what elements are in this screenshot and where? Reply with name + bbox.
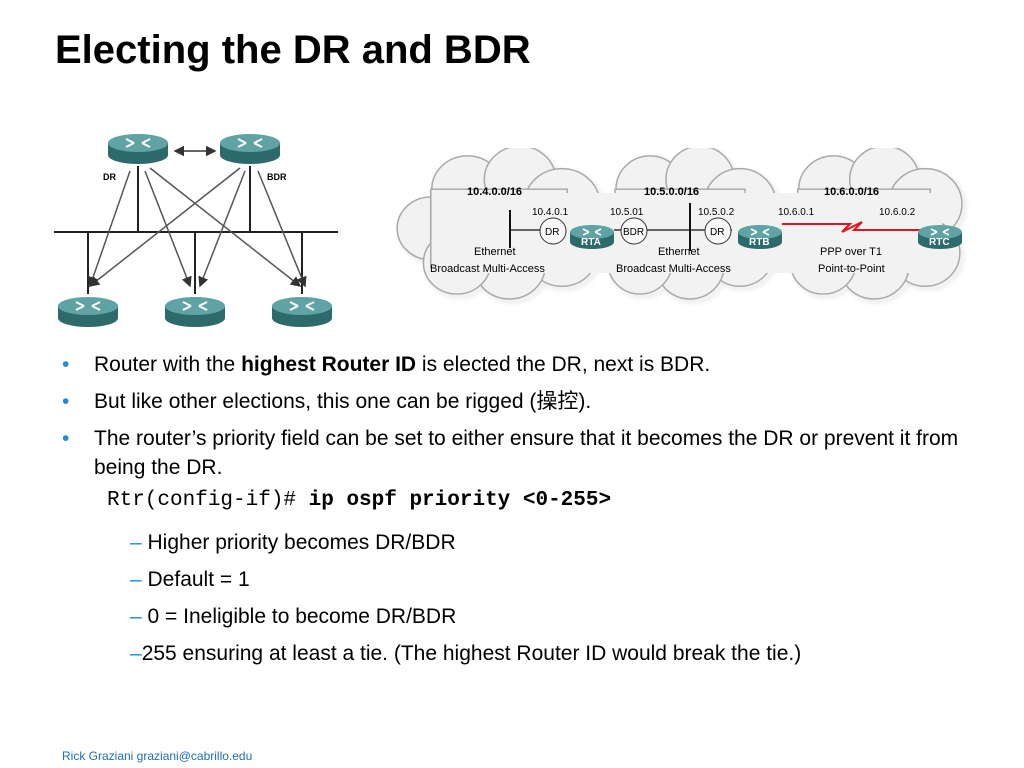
ip-address-label: 10.6.0.1 xyxy=(778,207,815,218)
router-icon xyxy=(57,296,119,328)
dr-label: DR xyxy=(103,172,116,182)
bullet-item: • Router with the highest Router ID is e… xyxy=(62,350,1002,379)
ip-address-label: 10.4.0.1 xyxy=(532,207,569,218)
network-label: 10.5.0.0/16 xyxy=(644,186,699,198)
network-desc-label: Point-to-Point xyxy=(818,263,885,275)
bdr-label: BDR xyxy=(267,172,287,182)
ip-address-label: 10.5.01 xyxy=(610,207,644,218)
network-desc-label: Broadcast Multi-Access xyxy=(430,263,545,275)
ip-address-label: 10.5.0.2 xyxy=(698,207,735,218)
network-types-diagram: 10.4.0.0/16 10.4.0.1 DR Ethernet Broadca… xyxy=(396,148,963,300)
bdr-role-label: BDR xyxy=(623,227,644,238)
dr-bdr-topology-diagram: DR BDR xyxy=(54,133,338,328)
router-bdr-icon xyxy=(219,133,281,165)
sub-bullet-item: – Default = 1 xyxy=(130,568,250,591)
sub-bullet-item: – 0 = Ineligible to become DR/BDR xyxy=(130,605,457,628)
router-icon xyxy=(271,296,333,328)
network-type-label: Ethernet xyxy=(658,246,700,258)
bullet-item: • The router’s priority field can be set… xyxy=(62,424,1002,482)
sub-bullet-list: – Higher priority becomes DR/BDR – Defau… xyxy=(130,528,801,676)
dr-role-label: DR xyxy=(710,227,724,238)
network-type-label: Ethernet xyxy=(474,246,516,258)
bullet-dot-icon: • xyxy=(62,390,70,413)
ip-address-label: 10.6.0.2 xyxy=(879,207,916,218)
slide-title: Electing the DR and BDR xyxy=(55,28,531,72)
sub-bullet-item: –255 ensuring at least a tie. (The highe… xyxy=(130,642,802,665)
sub-bullet-item: – Higher priority becomes DR/BDR xyxy=(130,531,456,554)
router-dr-icon xyxy=(107,133,169,165)
network-desc-label: Broadcast Multi-Access xyxy=(616,263,731,275)
bullet-list: • Router with the highest Router ID is e… xyxy=(62,350,1002,490)
router-label: RTA xyxy=(581,237,601,248)
bullet-dot-icon: • xyxy=(62,353,70,376)
footer-credit: Rick Graziani graziani@cabrillo.edu xyxy=(62,749,253,763)
router-label: RTC xyxy=(929,237,950,248)
dr-role-label: DR xyxy=(545,227,559,238)
router-label: RTB xyxy=(749,237,770,248)
bullet-dot-icon: • xyxy=(62,427,70,450)
router-icon xyxy=(164,296,226,328)
network-label: 10.4.0.0/16 xyxy=(467,186,522,198)
network-label: 10.6.0.0/16 xyxy=(824,186,879,198)
command-line: Rtr(config-if)# ip ospf priority <0-255> xyxy=(107,489,612,512)
network-type-label: PPP over T1 xyxy=(820,246,882,258)
bullet-item: • But like other elections, this one can… xyxy=(62,387,1002,416)
